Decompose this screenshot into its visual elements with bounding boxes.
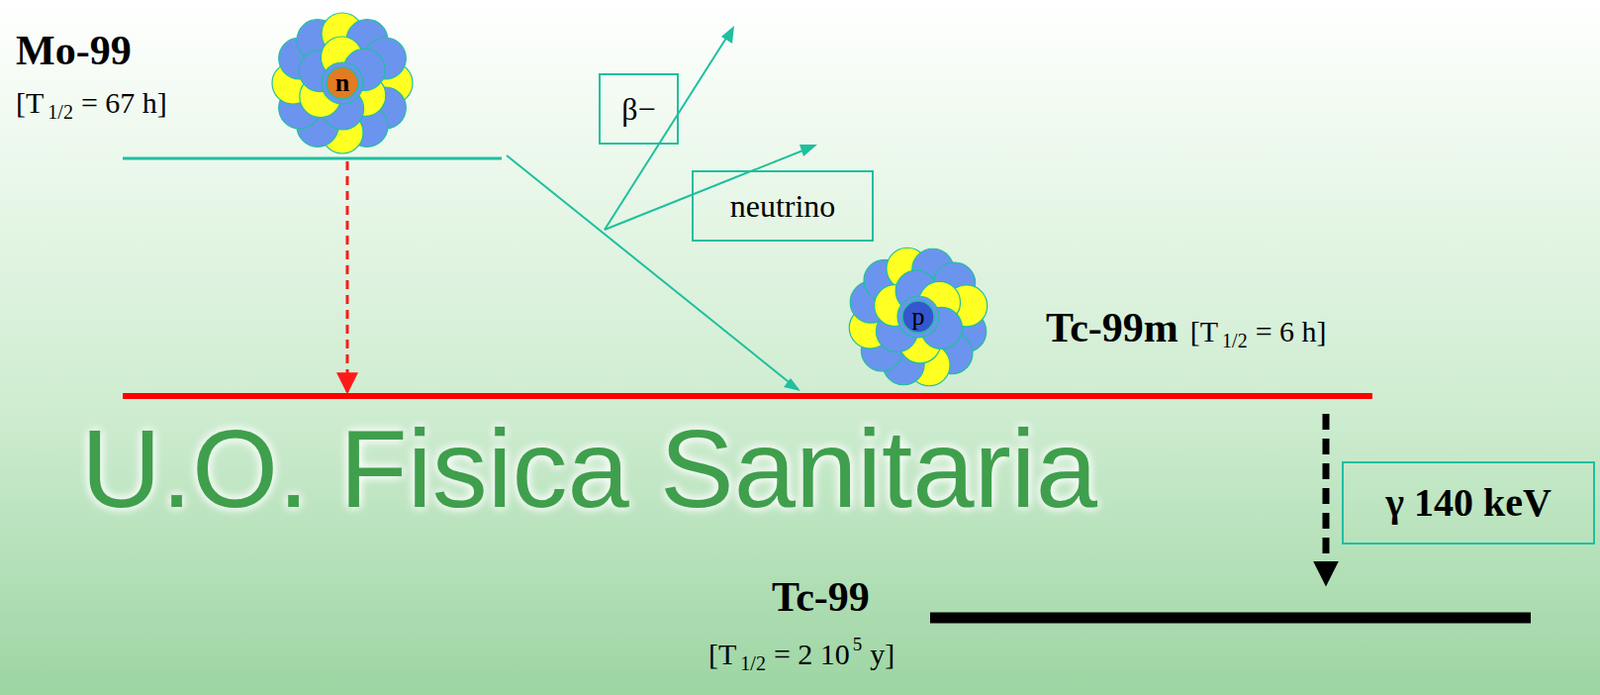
- isotope-name: Mo-99: [15, 25, 132, 76]
- half-life-text: = 2 10: [773, 637, 850, 670]
- nucleon: [897, 295, 940, 338]
- proton-circle: p: [901, 299, 936, 334]
- half-life: [T1/2 = 2 105 y]: [708, 633, 895, 675]
- watermark-wrap: U.O. Fisica Sanitaria: [81, 407, 1098, 530]
- half-life-text: = 67 h]: [81, 86, 168, 119]
- node-label: β−: [621, 93, 656, 125]
- isomeric-transition-arrow: [346, 161, 350, 392]
- gamma-box: γ 140 keV: [1341, 461, 1596, 545]
- half-life-text: = 6 h]: [1255, 314, 1327, 348]
- arrowhead: [799, 144, 818, 157]
- half-life-text: [T: [708, 637, 737, 670]
- gamma-transition-arrow: [1322, 413, 1330, 584]
- arrowhead: [721, 25, 735, 44]
- isotope-with-half-life: Tc-99m [T1/2 = 6 h]: [1045, 302, 1327, 353]
- half-life: [T1/2 = 67 h]: [15, 85, 168, 124]
- node-label: neutrino: [730, 189, 837, 222]
- isotope-label: Tc-99: [771, 573, 870, 620]
- tc99-level: [930, 612, 1531, 624]
- half-life-text: [T: [1190, 314, 1219, 348]
- half-life-text: [T: [15, 86, 44, 119]
- particle-disc: [326, 67, 359, 99]
- half-life-text: 1/2: [1222, 329, 1248, 352]
- watermark: U.O. Fisica Sanitaria: [81, 406, 1098, 531]
- half-life-text: y]: [869, 637, 895, 670]
- isotope-label: Mo-99: [15, 27, 132, 74]
- half-life-text: 1/2: [47, 100, 74, 123]
- neutron-circle: n: [325, 66, 360, 100]
- node-label: γ 140 keV: [1385, 482, 1552, 523]
- node-label: n: [335, 70, 350, 96]
- beta-arrow: [604, 31, 731, 230]
- particle-disc: [902, 300, 935, 333]
- nucleon: [321, 62, 364, 104]
- half-life-text: 1/2: [740, 652, 766, 674]
- mo99-level: [122, 157, 502, 161]
- isotope-label: Tc-99m: [1045, 304, 1179, 351]
- node-label: p: [912, 303, 926, 330]
- neutrino-box: neutrino: [691, 170, 874, 242]
- beta-box: β−: [598, 73, 679, 145]
- nucleus-illustration: [272, 12, 988, 386]
- half-life-text: 5: [852, 633, 863, 655]
- arrowhead: [783, 377, 801, 391]
- tc99m-level: [122, 392, 1373, 399]
- isotope-name: Tc-99: [771, 571, 870, 622]
